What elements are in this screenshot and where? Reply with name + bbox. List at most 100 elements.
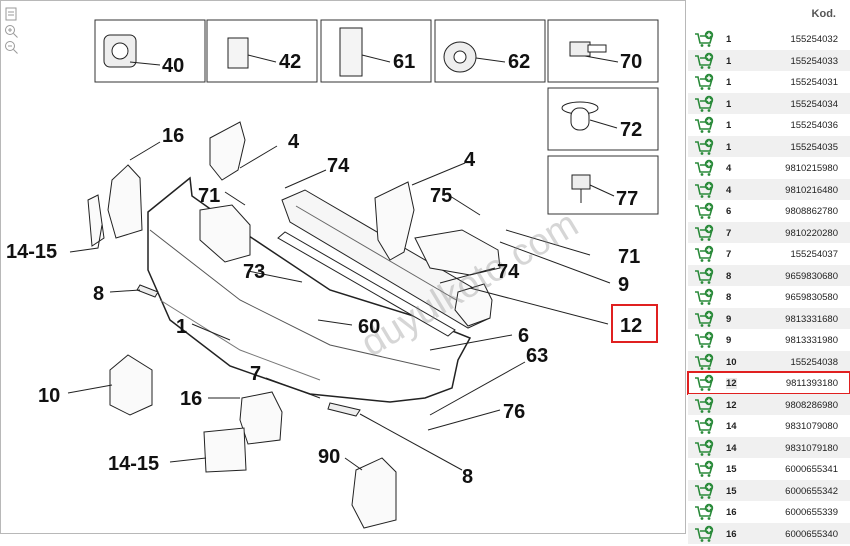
zoom-out-icon[interactable] <box>4 40 19 54</box>
thumb-77[interactable] <box>547 155 659 215</box>
part-code[interactable]: 155254032 <box>790 34 838 45</box>
add-to-cart-icon[interactable] <box>694 224 714 242</box>
add-to-cart-icon[interactable] <box>694 95 714 113</box>
callout-63[interactable]: 63 <box>526 345 548 367</box>
callout-7[interactable]: 7 <box>250 363 261 385</box>
callout-73[interactable]: 73 <box>243 261 265 283</box>
part-code[interactable]: 9810215980 <box>785 163 838 174</box>
part-code[interactable]: 155254038 <box>790 356 838 368</box>
add-to-cart-icon[interactable] <box>694 353 714 371</box>
callout-71-left[interactable]: 71 <box>198 185 220 207</box>
add-to-cart-icon[interactable] <box>694 374 714 392</box>
add-to-cart-icon[interactable] <box>694 310 714 328</box>
bracket-16-bottom[interactable] <box>203 391 283 473</box>
callout-14-15-top[interactable]: 14-15 <box>6 241 57 263</box>
add-to-cart-icon[interactable] <box>694 288 714 306</box>
thumb-40[interactable] <box>94 19 206 83</box>
callout-76[interactable]: 76 <box>503 401 525 423</box>
add-to-cart-icon[interactable] <box>694 202 714 220</box>
part-code[interactable]: 155254034 <box>790 98 838 110</box>
side-guide[interactable] <box>414 229 501 276</box>
callout-12-highlighted[interactable]: 12 <box>611 304 658 343</box>
add-to-cart-icon[interactable] <box>694 30 714 48</box>
part-code[interactable]: 155254031 <box>790 77 838 88</box>
callout-74-right[interactable]: 74 <box>497 261 520 283</box>
part-code[interactable]: 155254037 <box>790 249 838 260</box>
callout-90[interactable]: 90 <box>318 446 340 468</box>
add-to-cart-icon[interactable] <box>694 460 714 478</box>
thumb-62[interactable] <box>434 19 546 83</box>
add-to-cart-icon[interactable] <box>694 116 714 134</box>
add-to-cart-icon[interactable] <box>694 245 714 263</box>
part-code[interactable]: 9813331980 <box>785 335 838 346</box>
add-to-cart-icon[interactable] <box>694 181 714 199</box>
part-8-left[interactable] <box>136 284 159 298</box>
part-code[interactable]: 9808286980 <box>785 399 838 411</box>
thumb-72[interactable] <box>547 87 659 151</box>
part-code[interactable]: 6000655341 <box>785 464 838 475</box>
part-code[interactable]: 9659830580 <box>785 292 838 303</box>
callout-4-right[interactable]: 4 <box>464 149 476 171</box>
add-to-cart-icon[interactable] <box>694 396 714 414</box>
fit-page-icon[interactable] <box>4 7 19 21</box>
add-to-cart-icon[interactable] <box>694 503 714 521</box>
part-code[interactable]: 155254036 <box>790 120 838 131</box>
callout-1[interactable]: 1 <box>176 316 187 338</box>
zoom-in-icon[interactable] <box>4 24 19 38</box>
part-code[interactable]: 9810220280 <box>785 227 838 239</box>
part-code[interactable]: 155254035 <box>790 141 838 153</box>
part-code[interactable]: 9810216480 <box>785 184 838 196</box>
callout-60[interactable]: 60 <box>358 316 380 338</box>
add-to-cart-icon[interactable] <box>694 159 714 177</box>
callout-75[interactable]: 75 <box>430 185 452 207</box>
bracket-upper-left[interactable] <box>209 121 246 181</box>
part-code[interactable]: 9831079180 <box>785 442 838 454</box>
callout-14-15-bottom[interactable]: 14-15 <box>108 453 159 475</box>
part-code[interactable]: 6000655340 <box>785 528 838 540</box>
part-code[interactable]: 9808862780 <box>785 206 838 217</box>
callout-8-right[interactable]: 8 <box>462 466 473 488</box>
add-to-cart-icon[interactable] <box>694 52 714 70</box>
part-code[interactable]: 155254033 <box>790 55 838 67</box>
part-code[interactable]: 6000655339 <box>785 507 838 518</box>
add-to-cart-icon[interactable] <box>694 267 714 285</box>
callout-4-left[interactable]: 4 <box>288 131 300 153</box>
callout-71-right[interactable]: 71 <box>618 246 640 268</box>
add-to-cart-icon[interactable] <box>694 525 714 543</box>
part-code[interactable]: 9659830680 <box>785 270 838 282</box>
callout-16-bottom[interactable]: 16 <box>180 388 202 410</box>
part-code[interactable]: 6000655342 <box>785 485 838 497</box>
bracket-left[interactable] <box>199 204 251 263</box>
add-to-cart-icon[interactable] <box>694 439 714 457</box>
bracket-right[interactable] <box>374 181 415 261</box>
thumb-42[interactable] <box>206 19 318 83</box>
part-code[interactable]: 9831079080 <box>785 421 838 432</box>
callout-16-top[interactable]: 16 <box>162 125 184 147</box>
callout-6[interactable]: 6 <box>518 325 529 347</box>
callout-8-left[interactable]: 8 <box>93 283 104 305</box>
callout-9[interactable]: 9 <box>618 274 629 296</box>
thumb-61[interactable] <box>320 19 432 83</box>
part-10[interactable] <box>109 354 153 416</box>
add-to-cart-icon[interactable] <box>694 482 714 500</box>
